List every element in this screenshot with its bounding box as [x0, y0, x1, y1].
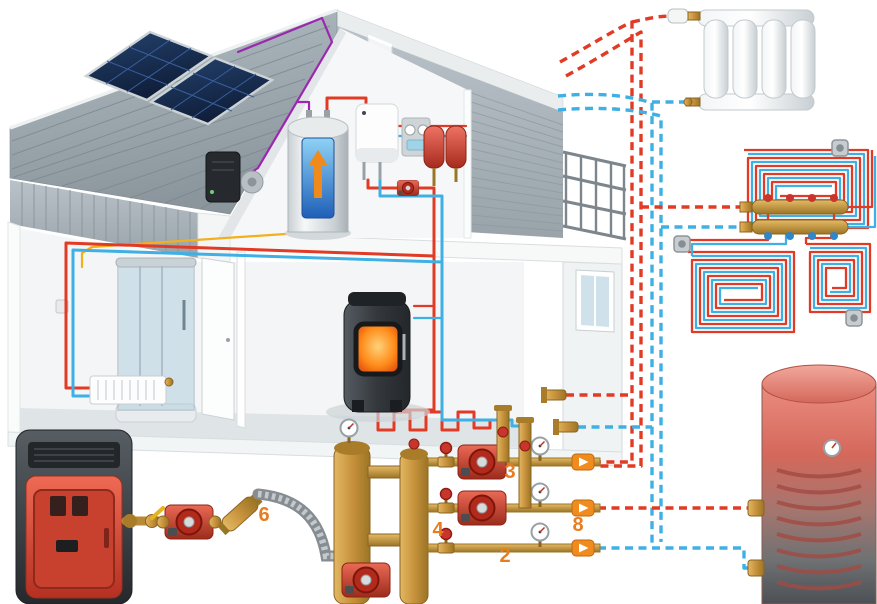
radiator-thermostatic-valve [667, 8, 701, 24]
label-circuit-3: 3 [504, 461, 515, 483]
solar-cell-grid [105, 39, 257, 119]
circulation-pump-row2 [457, 490, 507, 526]
room-thermostat-icon [673, 235, 691, 253]
floor-heating-manifold [739, 194, 849, 240]
manifold-connector-hot1 [848, 150, 874, 209]
solar-controller-box [205, 151, 241, 203]
cold-trunk-a [557, 92, 654, 548]
loop2-hot [688, 250, 796, 334]
internal-coil [776, 468, 862, 591]
circuit-pipe-row1 [427, 457, 601, 467]
riser-stub-2 [516, 417, 534, 509]
window [575, 269, 615, 333]
solar-pipe-tank-branch [295, 100, 311, 114]
radiator-valve [164, 377, 174, 387]
floor-heating-field [673, 139, 877, 334]
solar-pipe-roof [236, 16, 324, 54]
label-circuit-4: 4 [432, 519, 444, 541]
cold-pipe-radiator [71, 248, 444, 398]
wall-stub-cold [553, 419, 579, 435]
attic-equipment [205, 103, 467, 240]
cross-pipe [367, 533, 403, 547]
loop3-cold [810, 246, 868, 310]
manifold-connector-cold2 [690, 234, 788, 256]
boiler-display [56, 540, 78, 552]
pellet-stove [343, 292, 411, 413]
circulation-pump-6 [164, 504, 214, 540]
number-labels: 6 3 4 2 8 [258, 461, 583, 567]
loop1-hot [744, 148, 870, 230]
circuit-pipe-row3 [427, 543, 601, 553]
label-pump-group: 6 [258, 504, 269, 526]
hydraulic-station [121, 387, 601, 604]
partition-wall [236, 251, 246, 429]
hot-trunk-b [565, 30, 643, 468]
label-circuit-8: 8 [572, 514, 583, 536]
attic-circulation-pump [396, 179, 420, 197]
wall-stub-hot [541, 387, 567, 403]
hot-trunk-a [559, 20, 634, 464]
label-circuit-2: 2 [499, 545, 510, 567]
hot-to-radiator [631, 14, 673, 24]
left-wall-cut [7, 221, 21, 439]
cold-from-buffer [598, 546, 750, 570]
tank-arrow-icon [308, 150, 328, 198]
flow-direction-badge [571, 539, 595, 557]
flexible-hose [252, 488, 344, 562]
cold-main [378, 178, 521, 428]
buffer-tank [747, 364, 877, 604]
cold-trunk-b [557, 106, 663, 542]
roof-seams [11, 25, 331, 210]
solar-storage-tank [287, 110, 349, 233]
external-pipe-network [557, 14, 750, 570]
solar-panels [83, 30, 275, 126]
circuit-pipe-row2 [427, 503, 601, 513]
pipe-flange [123, 514, 137, 528]
stove-fire-window [353, 321, 403, 377]
sectional-radiator [667, 8, 816, 111]
interior-door [201, 257, 235, 421]
riser-stub-1 [494, 405, 512, 463]
expansion-vessels [423, 125, 467, 186]
metal-roof [9, 8, 338, 215]
radiator-return-valve [683, 97, 701, 107]
check-valve [217, 492, 263, 536]
room-thermostat-icon [831, 139, 849, 157]
boiler-handle [104, 528, 109, 548]
buffer-inlet-port [747, 499, 765, 517]
room-thermostat-icon [845, 309, 863, 327]
loop3-hot [806, 242, 872, 314]
radiator-fins [97, 380, 155, 400]
wall-boiler [355, 103, 399, 180]
hot-pipe-tank-boiler [325, 96, 368, 114]
balcony-railing [562, 150, 627, 241]
hot-pipe-radiator [64, 241, 436, 390]
buffer-outlet-port [747, 559, 765, 577]
ground-floor-equipment [89, 257, 430, 423]
flow-direction-badge [571, 453, 595, 471]
loop2-cold [692, 254, 792, 330]
tank-thermometer [823, 439, 841, 457]
distribution-manifold [399, 438, 429, 604]
circulation-pump-bottom [341, 562, 391, 598]
wall-fan-unit [240, 170, 264, 194]
ball-valve-yellow [145, 506, 165, 528]
railing-posts [564, 153, 626, 239]
manifold-connector-cold1 [848, 156, 877, 229]
floor-boiler [15, 429, 133, 604]
panel-radiator [89, 375, 174, 405]
cross-pipe [367, 465, 403, 479]
